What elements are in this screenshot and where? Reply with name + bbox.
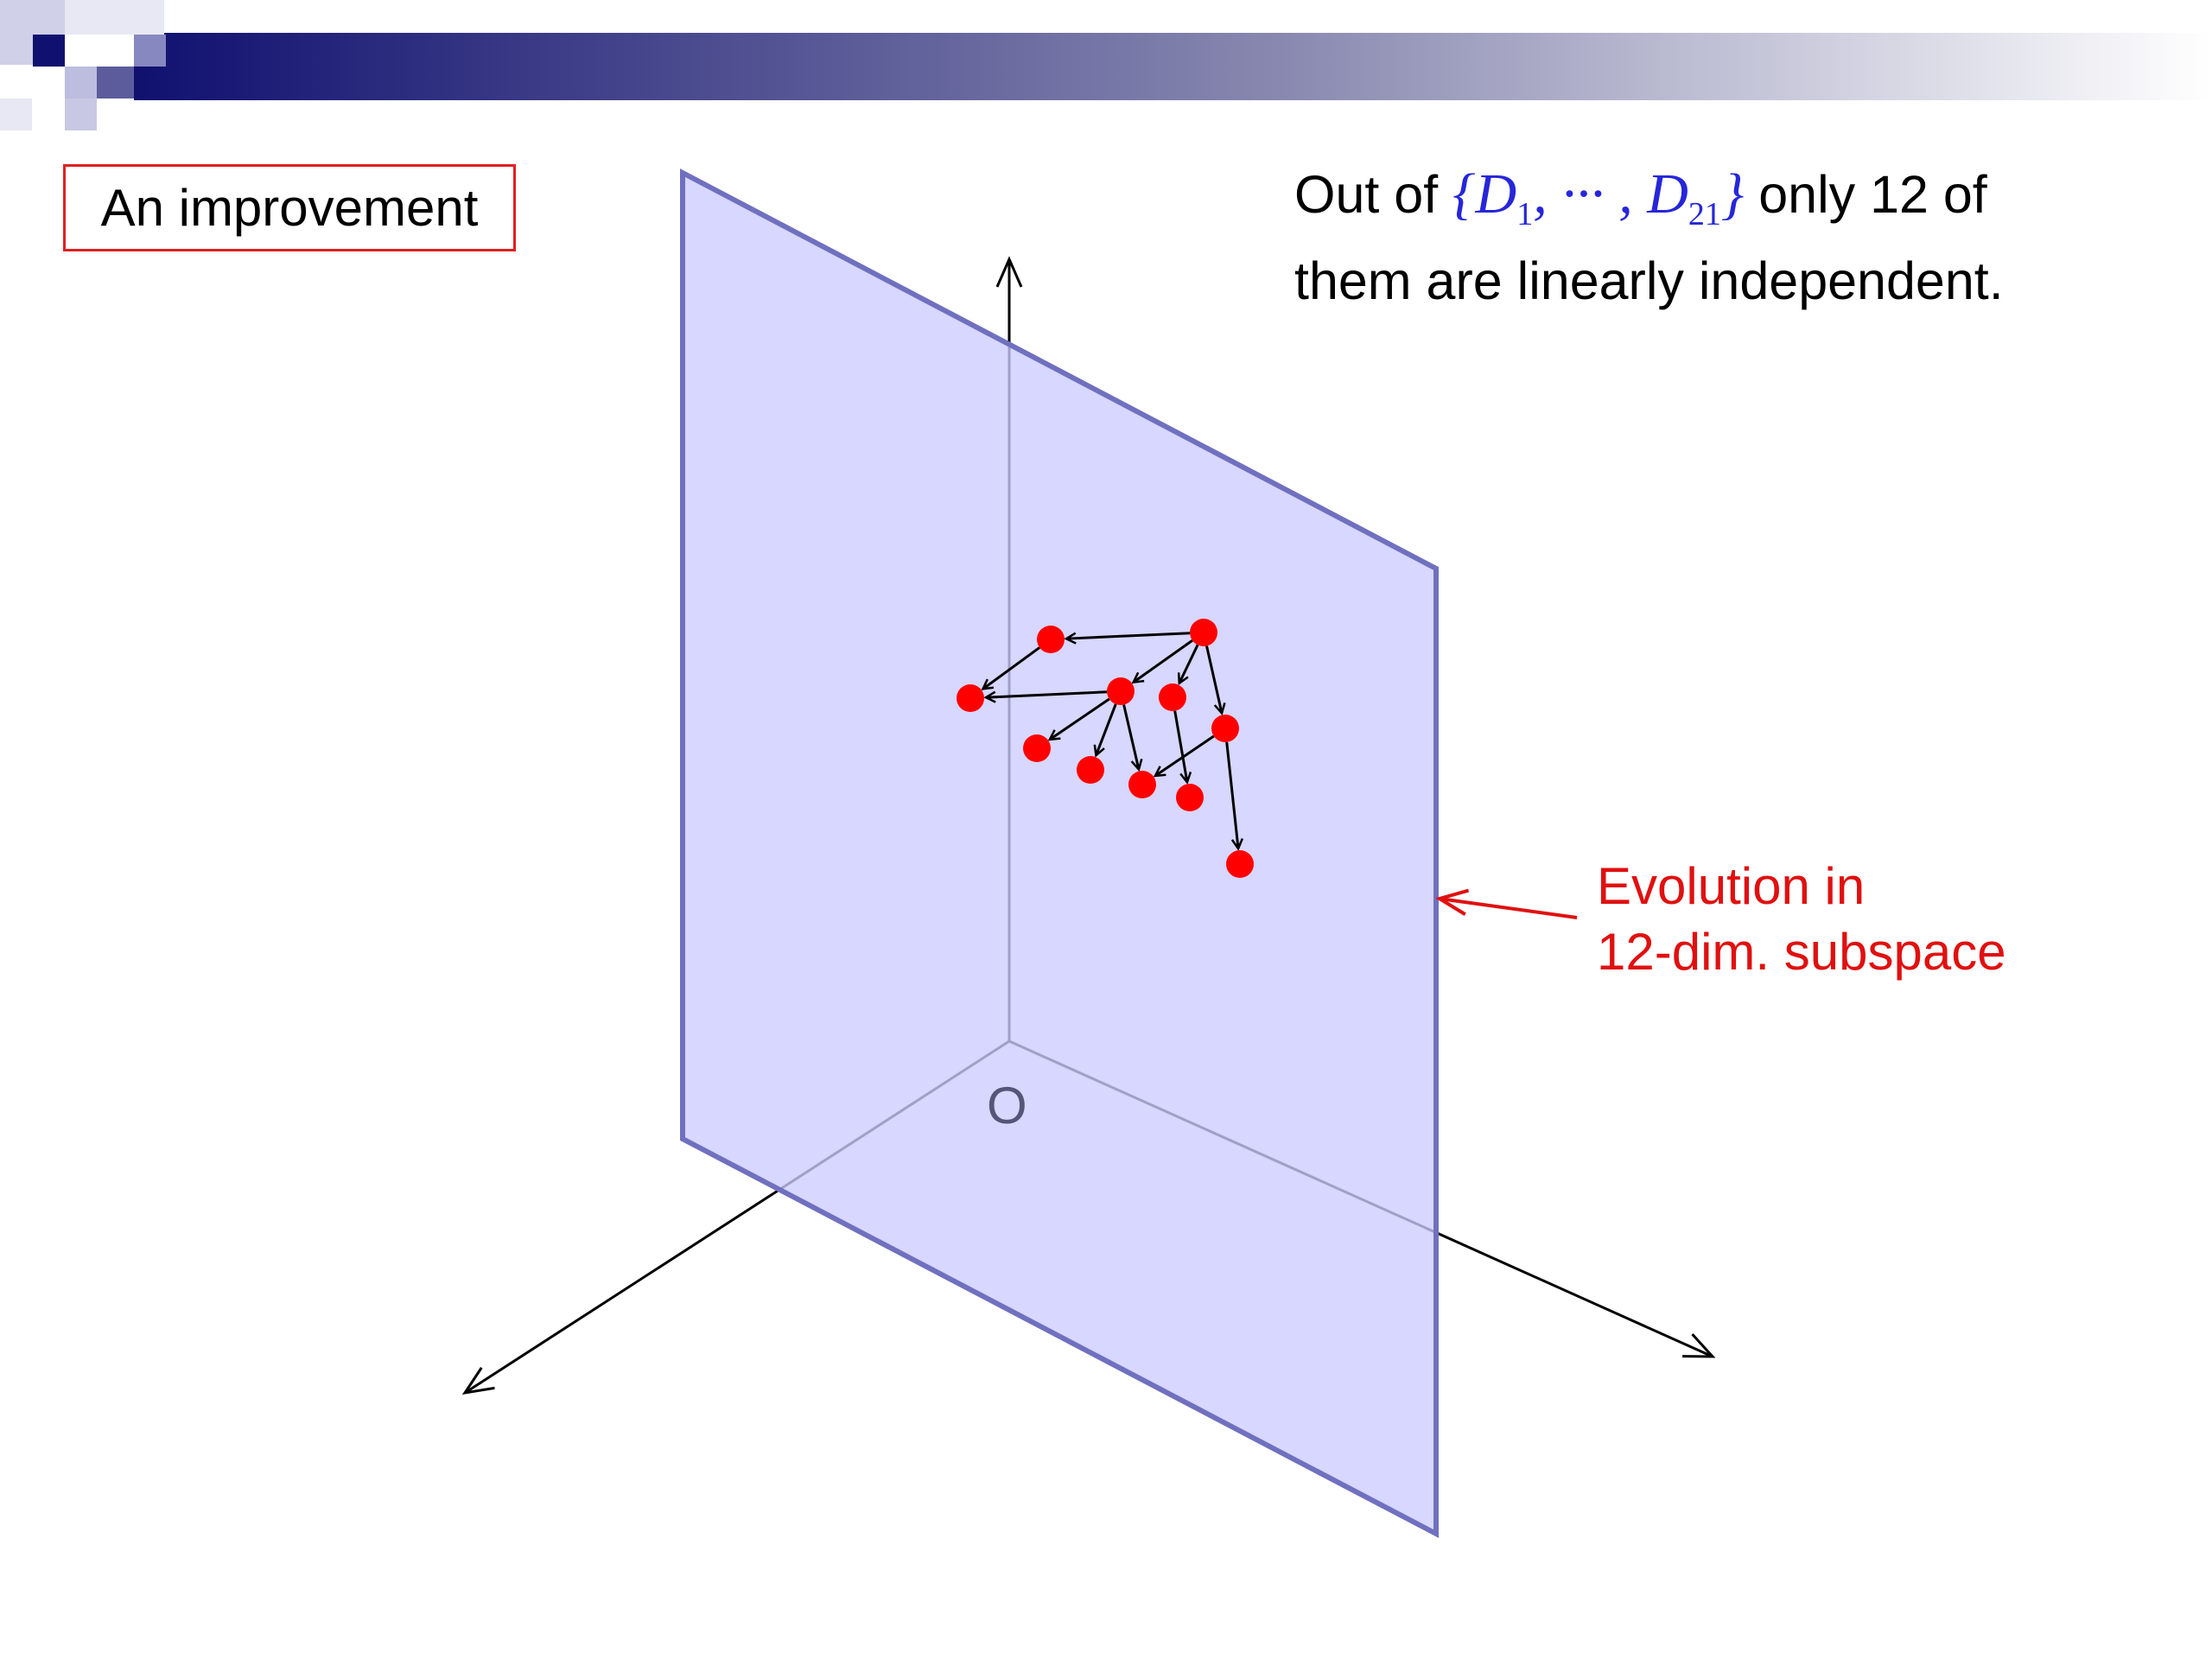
- slide-title-text: An improvement: [100, 179, 479, 237]
- evolution-node: [1226, 850, 1254, 878]
- set-last-index: 21: [1688, 196, 1721, 233]
- subspace-plane: [680, 168, 1439, 1538]
- evolution-node: [1077, 756, 1104, 784]
- evolution-edge: [983, 646, 1040, 689]
- set-first-symbol: D: [1475, 162, 1517, 226]
- callout-line-1: Evolution in: [1597, 857, 1866, 915]
- evolution-node: [1190, 619, 1217, 646]
- header-square: [65, 0, 164, 35]
- evolution-edge: [1205, 645, 1223, 714]
- evolution-edge: [1225, 741, 1238, 849]
- evolution-nodes: [957, 619, 1254, 878]
- set-open-brace: {: [1452, 162, 1476, 226]
- evolution-edge: [1122, 704, 1139, 770]
- set-close-brace: }: [1720, 162, 1745, 226]
- statement-line-2: them are linearly independent.: [1294, 251, 2004, 311]
- evolution-edge: [1155, 734, 1215, 776]
- header-square: [65, 67, 97, 99]
- evolution-node: [1128, 771, 1156, 798]
- evolution-node: [957, 684, 984, 712]
- set-separator: , ··· ,: [1533, 162, 1648, 226]
- set-first-index: 1: [1516, 196, 1534, 233]
- evolution-edge: [1050, 697, 1110, 740]
- statement-prefix: Out of: [1294, 165, 1439, 224]
- evolution-edge: [1179, 644, 1199, 683]
- evolution-node: [1107, 677, 1135, 705]
- header-square: [97, 67, 134, 99]
- statement-line-1: Out of {D1, ··· , D21} only 12 of: [1294, 161, 2193, 248]
- evolution-node: [1159, 683, 1186, 711]
- evolution-edge: [986, 690, 1108, 697]
- origin-label: O: [987, 1077, 1027, 1135]
- evolution-edge: [1066, 632, 1191, 639]
- header-square: [134, 35, 166, 67]
- header-square: [33, 35, 65, 67]
- evolution-node: [1211, 715, 1239, 742]
- evolution-edge: [1134, 639, 1193, 682]
- statement-suffix: only 12 of: [1758, 165, 1987, 224]
- evolution-node: [1176, 784, 1204, 811]
- evolution-node: [1037, 626, 1065, 653]
- callout-line-2: 12-dim. subspace: [1597, 923, 2006, 981]
- set-notation: {D1, ··· , D21}: [1452, 162, 1745, 232]
- slide-title: An improvement: [63, 164, 516, 251]
- evolution-edges: [983, 632, 1239, 849]
- evolution-edge: [1096, 703, 1117, 755]
- header-square: [65, 99, 97, 130]
- evolution-node: [1023, 734, 1051, 762]
- header-bar: [0, 0, 2212, 130]
- subspace-callout: Evolution in 12-dim. subspace: [1597, 854, 2006, 985]
- independence-statement: Out of {D1, ··· , D21} only 12 of them a…: [1294, 161, 2193, 315]
- callout-arrow: [1440, 899, 1578, 919]
- header-square: [0, 99, 32, 130]
- evolution-edge: [1173, 710, 1187, 782]
- set-last-symbol: D: [1647, 162, 1688, 226]
